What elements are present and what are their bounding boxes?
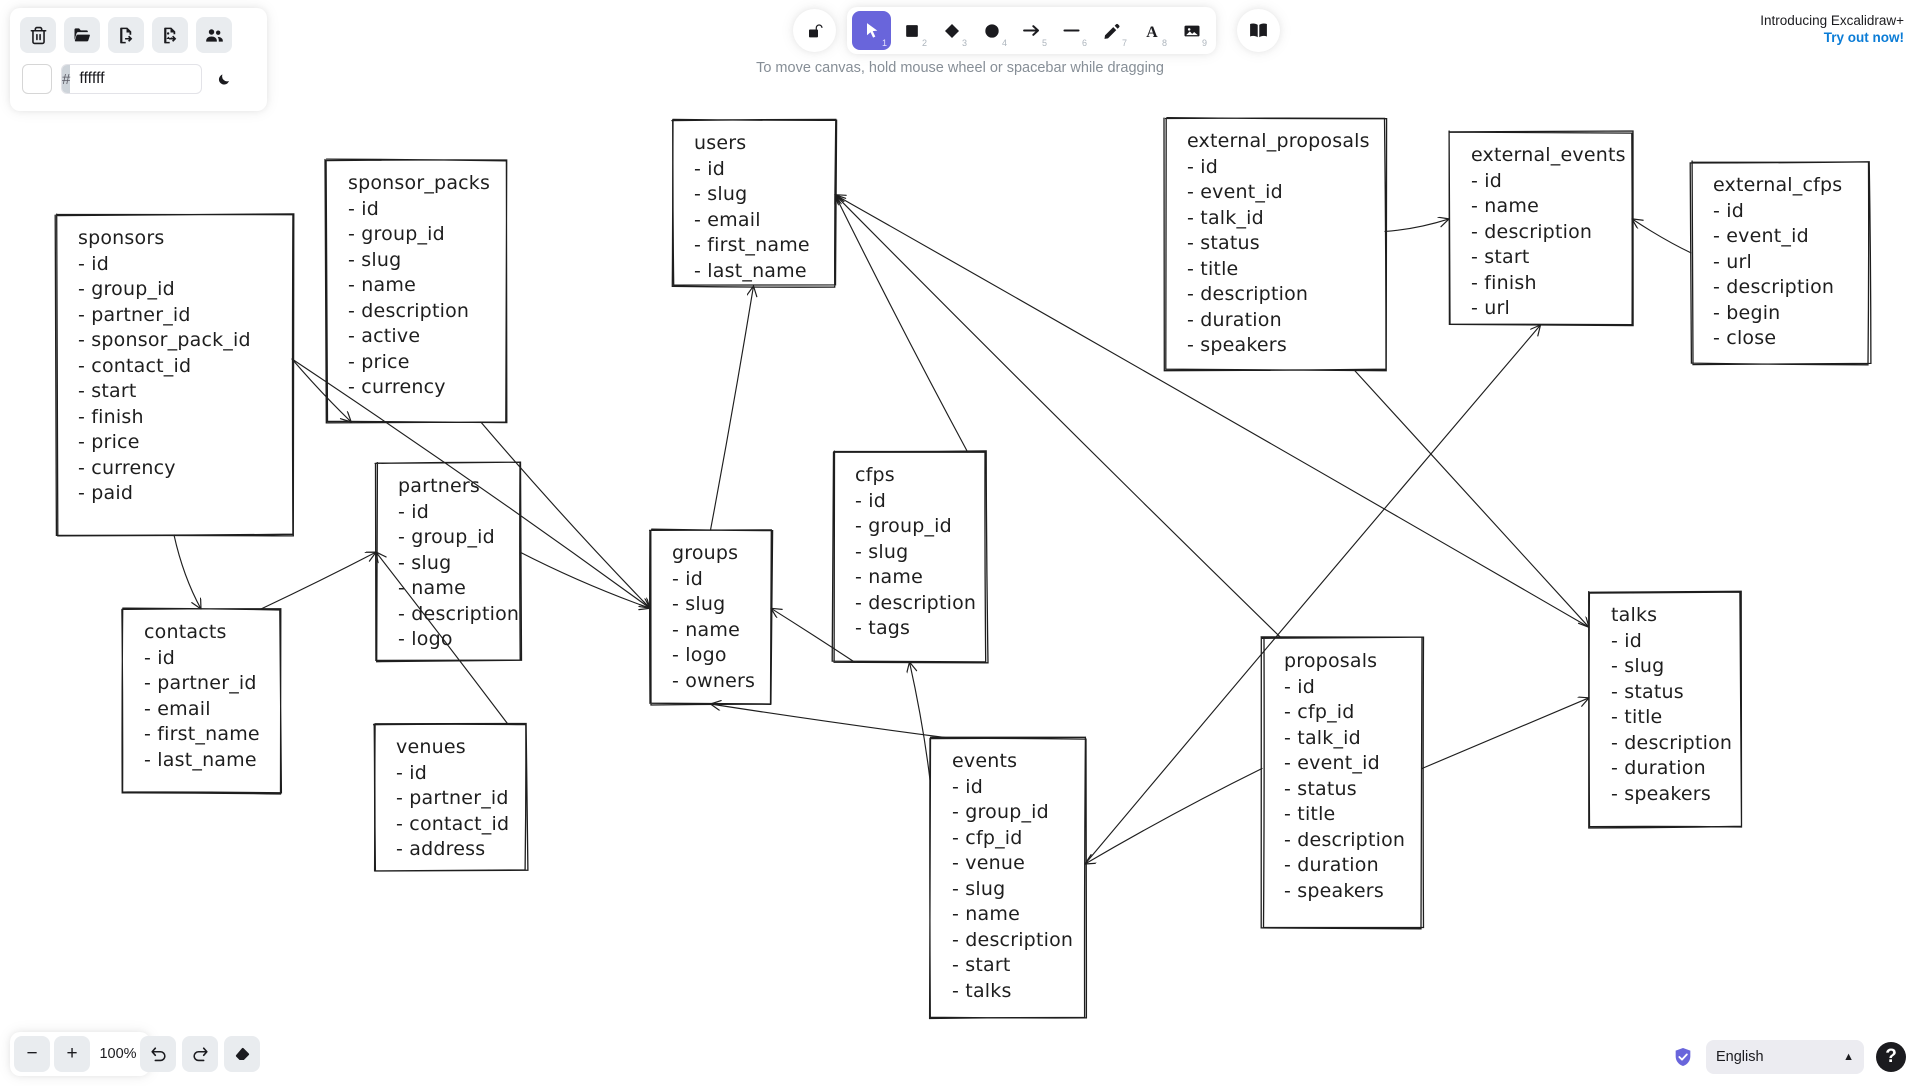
relation-groups-to-users[interactable] [709, 286, 754, 531]
moon-icon[interactable] [211, 66, 237, 92]
relation-events-to-groups[interactable] [711, 704, 950, 739]
entity-box-talks[interactable] [1588, 590, 1743, 829]
image-export-icon[interactable] [152, 17, 188, 53]
excalidraw-plus-promo: Introducing Excalidraw+ Try out now! [1760, 12, 1904, 46]
entity-box-contacts[interactable] [121, 607, 283, 795]
help-button[interactable]: ? [1876, 1042, 1906, 1072]
tool-key-7: 7 [1121, 38, 1127, 48]
tool-diamond[interactable]: 3 [932, 11, 971, 50]
zoom-out-button[interactable]: − [14, 1036, 50, 1072]
relation-external_cfps-to-external_events[interactable] [1632, 219, 1692, 254]
relation-sponsor_packs-to-groups[interactable] [480, 421, 650, 608]
trash-icon[interactable] [20, 17, 56, 53]
entity-box-proposals[interactable] [1260, 636, 1425, 930]
relation-sponsors-to-groups[interactable] [291, 358, 650, 608]
eraser-icon[interactable] [224, 1036, 260, 1072]
relation-external_proposals-to-talks[interactable] [1353, 369, 1589, 627]
language-label: English [1716, 1049, 1764, 1065]
tool-selection[interactable]: 1 [852, 11, 891, 50]
book-icon[interactable] [1237, 9, 1280, 52]
canvas-background-swatch[interactable] [22, 64, 52, 94]
canvas-background-row: # [20, 64, 257, 94]
relation-venues-to-partners[interactable] [376, 552, 509, 725]
tool-key-8: 8 [1161, 38, 1167, 48]
canvas-actions-panel: # [10, 8, 267, 111]
canvas-background-hex[interactable]: # [61, 64, 202, 94]
tool-text[interactable]: A 8 [1132, 11, 1171, 50]
svg-text:A: A [1146, 23, 1158, 40]
zoom-level[interactable]: 100% [99, 1046, 137, 1062]
people-icon[interactable] [196, 17, 232, 53]
relation-proposals-to-events[interactable] [1085, 767, 1263, 865]
tool-image[interactable]: 9 [1172, 11, 1211, 50]
entity-box-partners[interactable] [374, 461, 523, 663]
relation-proposals-to-users[interactable] [835, 195, 1282, 639]
promo-try-link[interactable]: Try out now! [1823, 30, 1904, 45]
relation-events-to-external_events[interactable] [1084, 325, 1541, 865]
history-controls [140, 1032, 260, 1076]
folder-icon[interactable] [64, 17, 100, 53]
tool-key-1: 1 [881, 38, 887, 48]
tool-key-3: 3 [961, 38, 967, 48]
relation-partners-to-groups[interactable] [519, 551, 650, 608]
canvas-action-buttons [20, 17, 257, 53]
relation-external_proposals-to-external_events[interactable] [1384, 219, 1449, 232]
footer-right: English ▲ ? [1672, 1040, 1906, 1074]
entity-box-external_events[interactable] [1448, 130, 1634, 327]
entity-box-users[interactable] [671, 118, 838, 288]
entity-box-groups[interactable] [648, 528, 774, 706]
zoom-in-button[interactable]: + [54, 1036, 90, 1072]
language-select[interactable]: English ▲ [1706, 1040, 1864, 1074]
entity-box-sponsor_packs[interactable] [324, 158, 508, 424]
redo-icon[interactable] [182, 1036, 218, 1072]
promo-line-1: Introducing Excalidraw+ [1760, 13, 1904, 28]
tool-key-9: 9 [1201, 38, 1207, 48]
tool-rectangle[interactable]: 2 [892, 11, 931, 50]
entity-box-venues[interactable] [372, 722, 529, 872]
entity-box-cfps[interactable] [831, 450, 989, 664]
tool-draw[interactable]: 7 [1092, 11, 1131, 50]
tool-key-5: 5 [1041, 38, 1047, 48]
zoom-controls: − + 100% [10, 1032, 150, 1076]
tool-ellipse[interactable]: 4 [972, 11, 1011, 50]
tool-key-6: 6 [1081, 38, 1087, 48]
file-export-icon[interactable] [108, 17, 144, 53]
tool-line[interactable]: 6 [1052, 11, 1091, 50]
relation-cfps-to-users[interactable] [835, 195, 969, 453]
tool-key-4: 4 [1001, 38, 1007, 48]
undo-icon[interactable] [140, 1036, 176, 1072]
chevron-up-icon: ▲ [1843, 1051, 1854, 1063]
relation-events-to-cfps[interactable] [910, 662, 931, 781]
relation-cfps-to-groups[interactable] [771, 608, 855, 663]
entity-box-sponsors[interactable] [54, 213, 295, 537]
relation-sponsors-to-contacts[interactable] [173, 534, 201, 609]
entity-box-external_cfps[interactable] [1689, 160, 1872, 366]
tool-arrow[interactable]: 5 [1012, 11, 1051, 50]
shield-check-icon [1672, 1046, 1694, 1068]
shapes-toolbar: 1 2 3 4 5 6 7 A 8 [847, 7, 1216, 54]
relation-talks-to-users[interactable] [835, 195, 1590, 628]
tool-key-2: 2 [921, 38, 927, 48]
entity-box-external_proposals[interactable] [1163, 116, 1388, 372]
relation-proposals-to-talks[interactable] [1421, 698, 1589, 770]
relation-contacts-to-partners[interactable] [260, 552, 376, 610]
relation-sponsors-to-sponsor_packs[interactable] [291, 358, 351, 422]
hex-input[interactable] [70, 65, 201, 93]
entity-box-events[interactable] [928, 736, 1088, 1020]
hash-symbol: # [62, 65, 71, 93]
unlocked-icon[interactable] [793, 9, 836, 52]
